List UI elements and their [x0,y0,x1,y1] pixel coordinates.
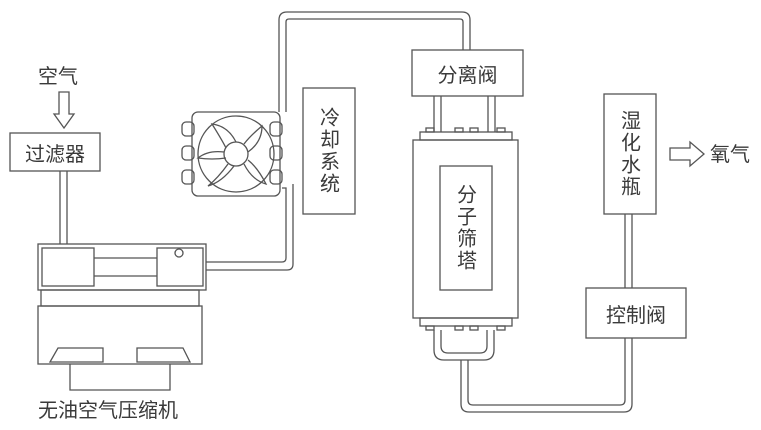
oxygen-label: 氧气 [710,142,750,166]
arrow-right-icon [669,140,705,168]
compressor [37,243,207,391]
separation-valve-box [411,49,524,97]
fan-icon [197,115,275,193]
cooling-label: 冷却系统 [316,107,341,195]
fan-unit [181,111,283,197]
filter-box [9,132,101,172]
molecular-sieve-tower [412,127,519,331]
pipe-compressor-cooling [206,11,471,271]
pipe-control-humidifier [624,214,633,288]
compressor-label: 无油空气压缩机 [38,398,178,422]
control-valve-box [585,287,687,339]
air-label: 空气 [38,64,78,88]
filter-label: 过滤器 [25,141,85,166]
separation-valve-label: 分离阀 [437,62,498,87]
cooling-box [302,87,356,215]
humidifier-box [603,93,657,215]
pipe-valve-tower [433,96,496,132]
arrow-down-icon [52,91,76,130]
humidifier-label: 湿化水瓶 [617,110,642,198]
pipe-filter-compressor [59,171,68,244]
molecular-sieve-label: 分子筛塔 [453,184,478,272]
control-valve-label: 控制阀 [606,302,666,327]
pipe-bottom-loop [433,330,633,413]
